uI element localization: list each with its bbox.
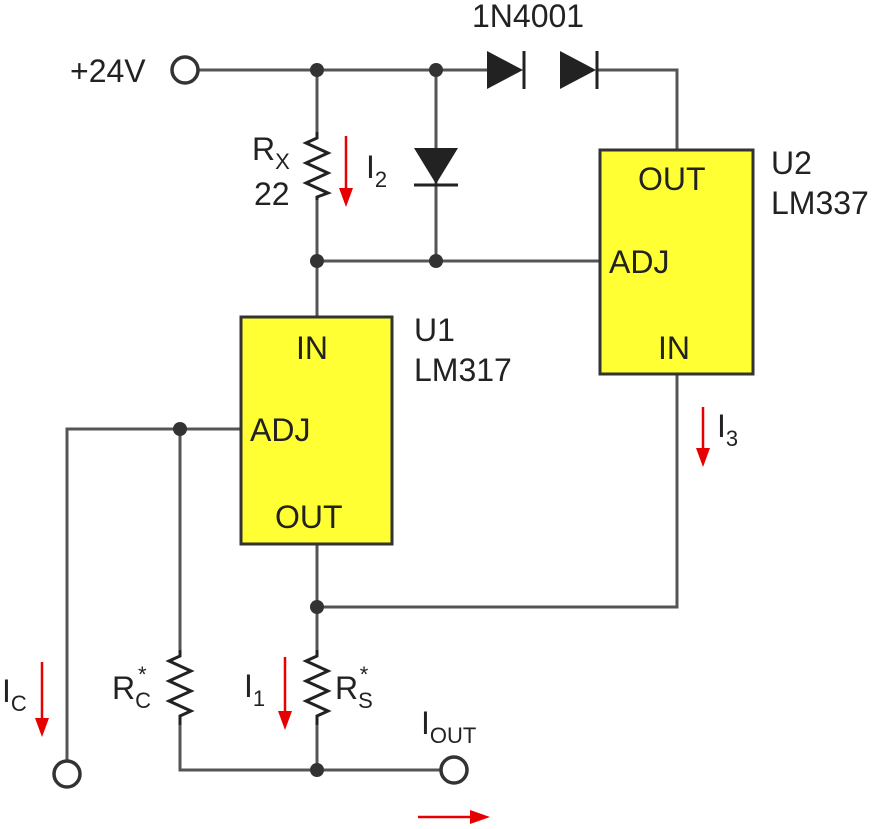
junctions — [173, 63, 443, 777]
resistor-rc — [165, 650, 195, 725]
diode-part-label: 1N4001 — [472, 0, 584, 34]
terminal-supply — [170, 55, 200, 85]
arrow-i3 — [696, 407, 710, 467]
u2-part: LM337 — [771, 185, 869, 221]
u2-pin-out: OUT — [638, 161, 706, 197]
u1-ref: U1 — [414, 312, 455, 348]
junction-dot — [173, 422, 187, 436]
chip-u2-body — [598, 148, 755, 376]
u1-part: LM317 — [414, 352, 512, 388]
junction-dot — [310, 254, 324, 268]
u1-pin-adj: ADJ — [250, 412, 310, 448]
arrow-i2 — [339, 136, 353, 207]
arrow-iout — [418, 810, 490, 824]
u2-pin-in: IN — [658, 330, 690, 366]
i1-label: I1 — [244, 668, 265, 711]
junction-dot — [310, 763, 324, 777]
arrow-i1 — [278, 657, 292, 730]
junction-dot — [310, 63, 324, 77]
supply-label: +24V — [70, 53, 146, 89]
diode-1n4001-a — [487, 51, 526, 89]
resistor-rx — [302, 132, 332, 200]
diode-1n4001-b — [560, 51, 599, 89]
u2-pin-adj: ADJ — [609, 244, 669, 280]
junction-dot — [310, 600, 324, 614]
terminal-ic — [52, 759, 82, 789]
diode-shunt — [414, 148, 458, 187]
i2-label: I2 — [366, 149, 387, 192]
terminal-iout — [439, 755, 469, 785]
i3-label: I3 — [717, 408, 738, 451]
rx-value: 22 — [254, 176, 290, 212]
arrow-ic — [35, 662, 49, 737]
iout-label: IOUT — [421, 705, 476, 748]
resistor-rs — [302, 650, 332, 725]
chip-u1-body — [239, 315, 394, 546]
rs-label: RS* — [335, 662, 373, 713]
junction-dot — [429, 254, 443, 268]
rx-label: RX — [252, 131, 290, 174]
u2-ref: U2 — [771, 145, 812, 181]
u1-pin-out: OUT — [275, 499, 343, 535]
rc-label: RC* — [112, 662, 151, 713]
ic-label: IC — [2, 673, 27, 716]
junction-dot — [429, 63, 443, 77]
u1-pin-in: IN — [296, 330, 328, 366]
